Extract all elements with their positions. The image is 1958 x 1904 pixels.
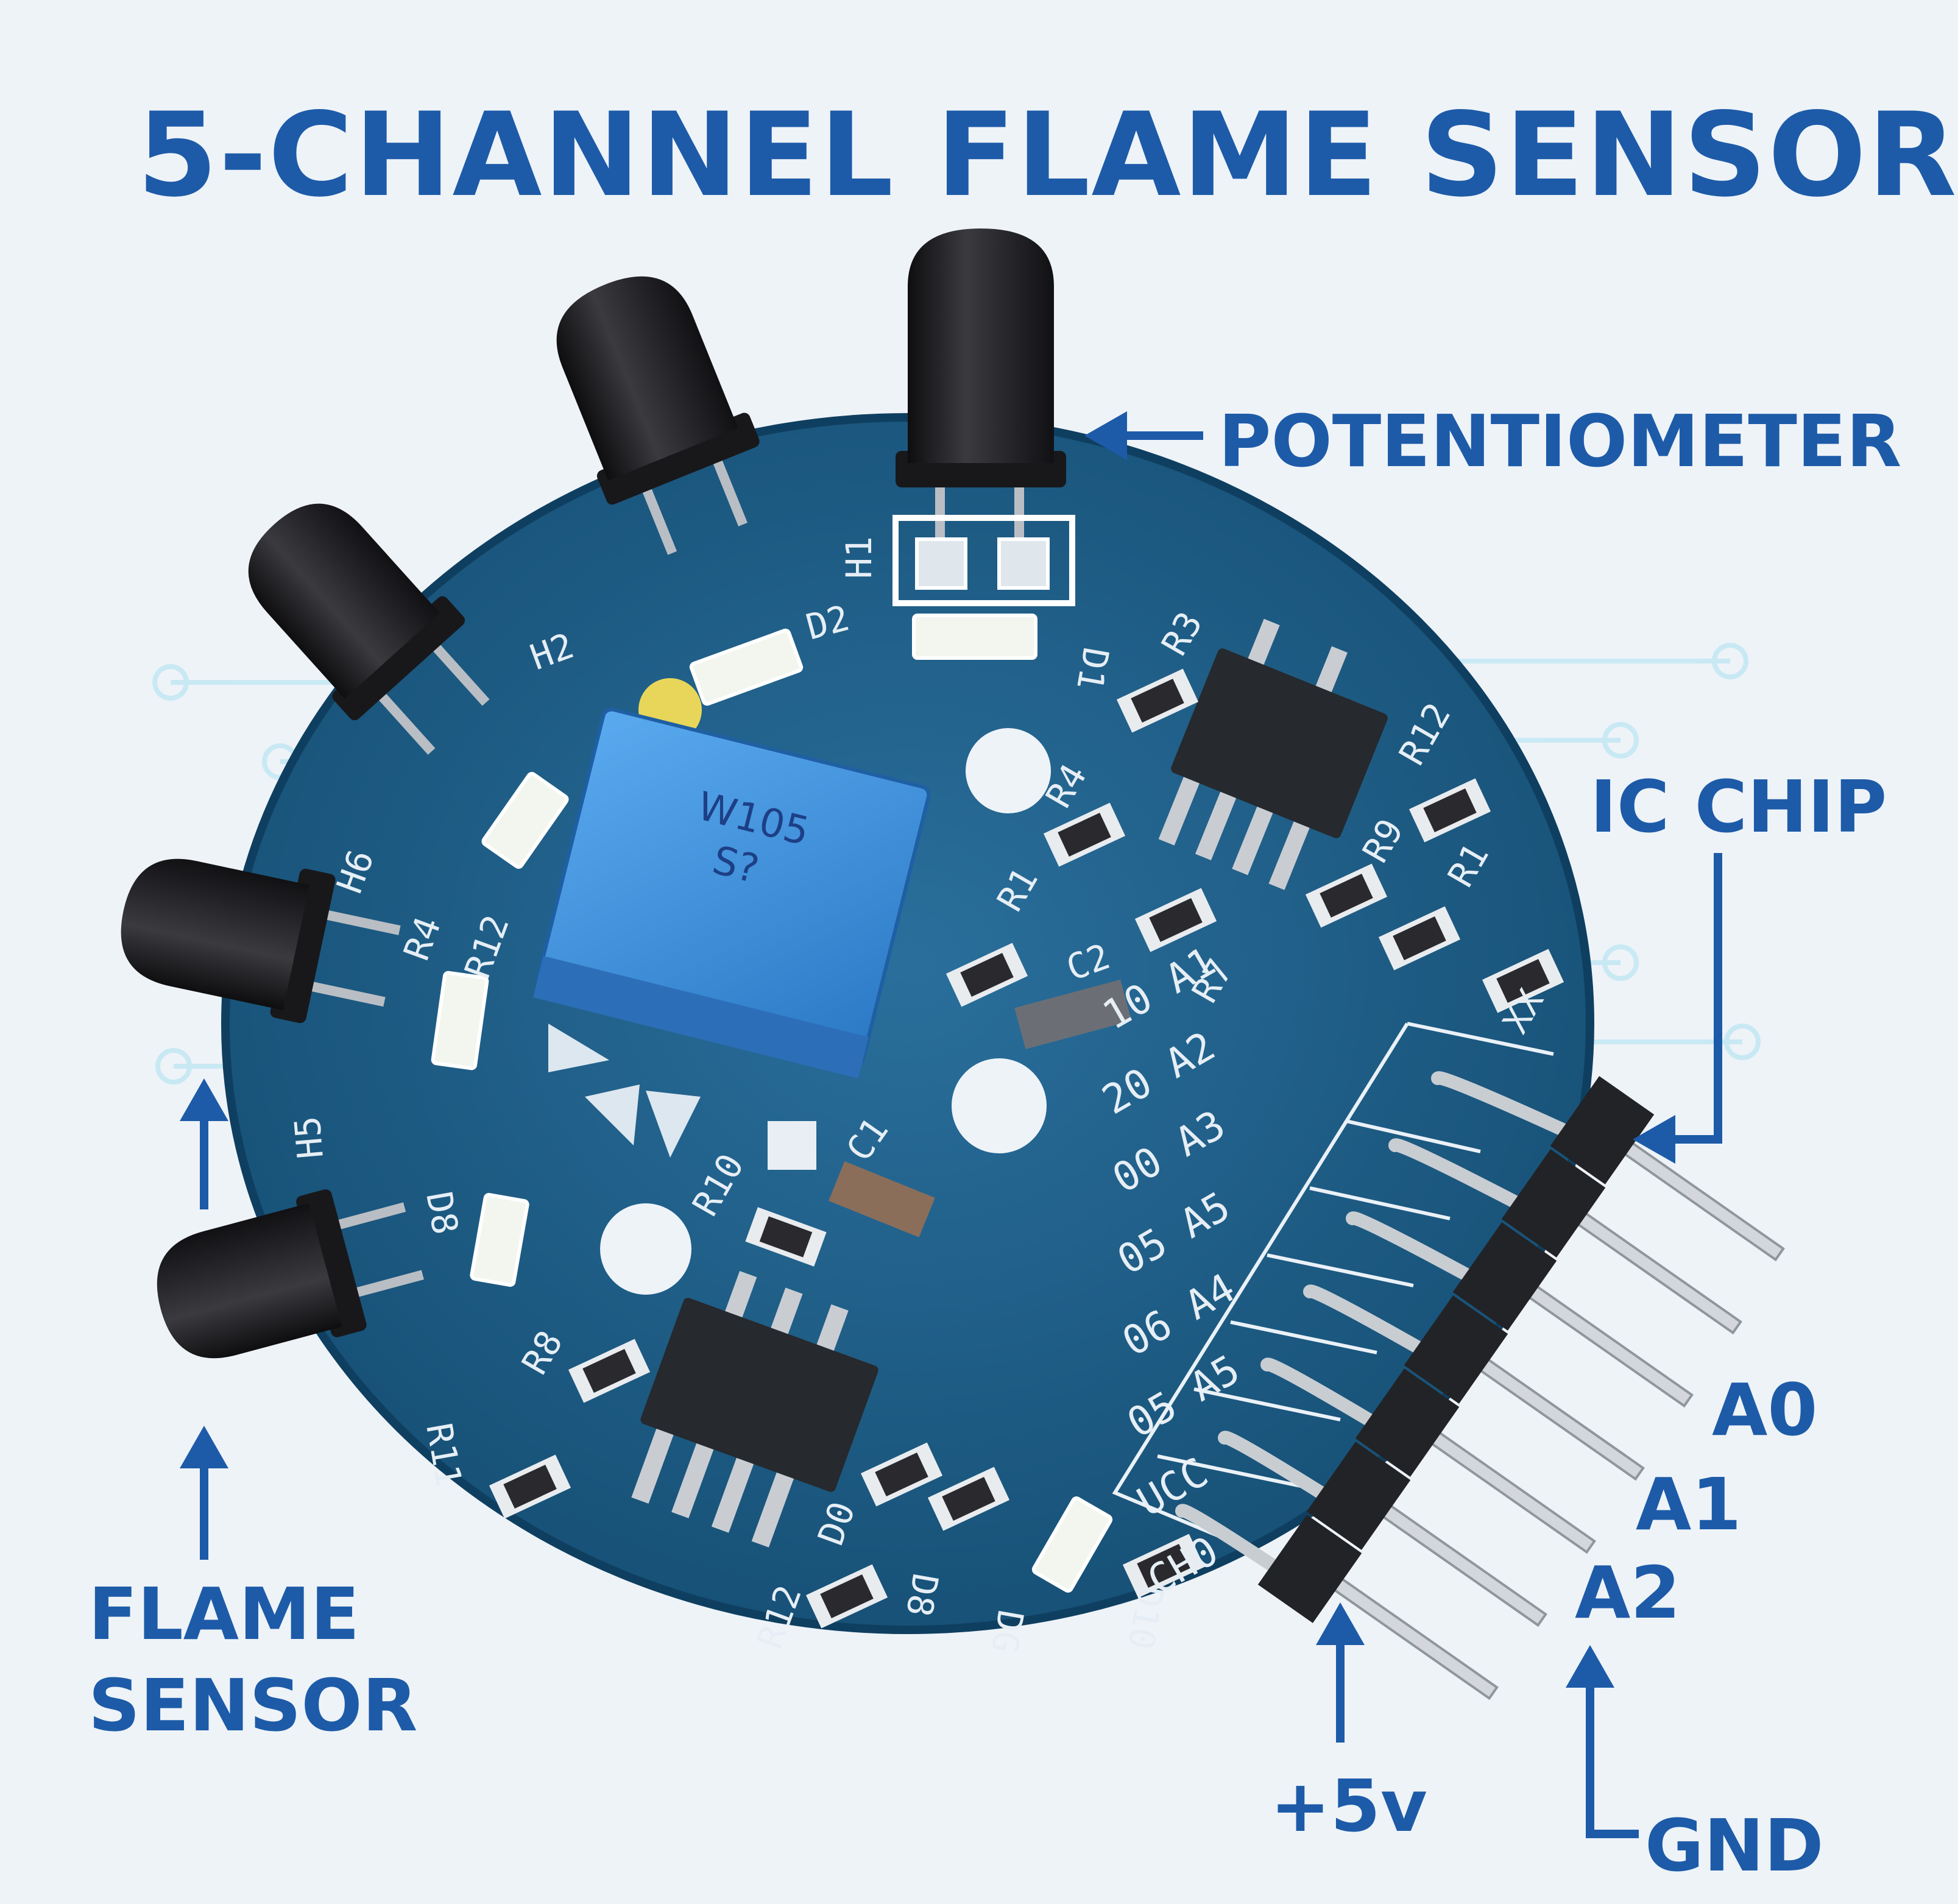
potentiometer: W105 S? <box>533 707 931 1079</box>
mounting-hole <box>600 1203 691 1295</box>
label-a2: A2 <box>1575 1551 1681 1635</box>
flame-sensor-led-4 <box>121 858 401 1024</box>
silk-d1: D1 <box>1069 645 1117 694</box>
label-flame-sensor-line2: SENSOR <box>88 1663 418 1747</box>
silkscreen-marks <box>548 1024 816 1170</box>
callout-arrows <box>180 411 1722 1838</box>
smd-leds <box>431 614 1113 1593</box>
flame-sensor-led-1 <box>892 228 1075 606</box>
smd-resistors <box>489 668 1564 1629</box>
pot-marking-line2: S? <box>708 838 763 893</box>
mounting-hole <box>966 728 1051 813</box>
arrow-flame-sensor-upper <box>180 1078 228 1209</box>
diagram-canvas: { "title": "5-CHANNEL FLAME SENSOR", "ca… <box>88 97 1957 1888</box>
label-potentiometer: POTENTIOMETER <box>1218 399 1902 483</box>
label-ic-chip: IC CHIP <box>1590 765 1887 849</box>
flame-sensor-led-5 <box>157 1189 424 1359</box>
label-gnd: GND <box>1645 1803 1824 1888</box>
ic-chip-lower <box>631 1271 878 1548</box>
silk-h5: H5 <box>286 1114 331 1161</box>
silk-dg: DG <box>983 1607 1031 1657</box>
label-a0: A0 <box>1712 1368 1818 1452</box>
page-title: 5-CHANNEL FLAME SENSOR <box>137 88 1958 222</box>
flame-sensor-led-3 <box>248 503 490 755</box>
silk-d8b: D8 <box>898 1571 946 1620</box>
ic-chip-upper <box>1158 618 1388 890</box>
pin-header <box>1175 1071 1785 1701</box>
flame-sensor-led-2 <box>556 276 760 555</box>
silk-d8: D8 <box>418 1189 466 1238</box>
arrow-potentiometer <box>1084 411 1203 460</box>
arrow-plus5v <box>1316 1602 1365 1743</box>
silk-h1: H1 <box>838 536 880 579</box>
arrow-gnd <box>1566 1645 1639 1838</box>
label-plus5v: +5v <box>1270 1764 1427 1848</box>
label-a1: A1 <box>1636 1462 1742 1546</box>
arrow-flame-sensor-lower <box>180 1426 228 1560</box>
sensor-board-illustration: W105 S? <box>121 228 1785 1838</box>
label-flame-sensor-line1: FLAME <box>88 1572 360 1656</box>
arrow-ic-chip <box>1633 853 1722 1164</box>
mounting-hole <box>952 1058 1047 1153</box>
